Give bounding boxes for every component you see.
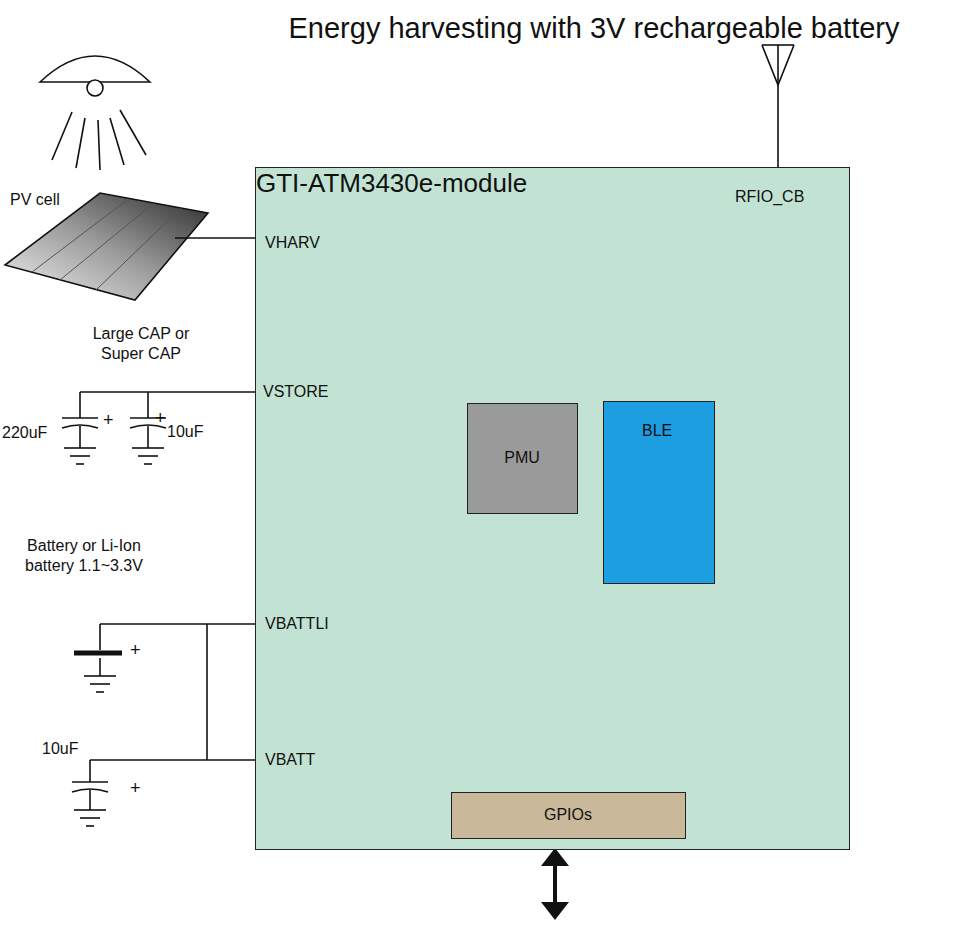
polarity-mark: + xyxy=(155,408,166,428)
pin-name: VHARV xyxy=(265,233,320,253)
pin-name: RFIO_CB xyxy=(735,187,804,207)
node-label: BLE xyxy=(642,422,672,440)
pmu-block: PMU xyxy=(467,403,578,514)
vharv-wire xyxy=(175,237,255,239)
gpio-block: GPIOs xyxy=(451,792,686,839)
pin-name: VSTORE xyxy=(263,382,329,402)
vstore-capacitors xyxy=(62,392,255,464)
pin-name: VBATTLI xyxy=(265,614,329,634)
node-label: GTI-ATM3430e-module xyxy=(256,168,527,199)
value-label: 10uF xyxy=(167,422,203,442)
part-label: Large CAP or Super CAP xyxy=(85,324,197,364)
value-label: 10uF xyxy=(42,739,78,759)
light-rays xyxy=(52,110,146,170)
battery-symbol xyxy=(74,624,255,760)
vbatt-capacitor xyxy=(72,760,255,826)
lamp-shade xyxy=(40,56,150,82)
part-label: Battery or Li-Ion battery 1.1~3.3V xyxy=(22,536,146,576)
gpio-io-arrow xyxy=(541,848,569,920)
antenna xyxy=(762,45,794,167)
pv-cell-strips xyxy=(32,200,181,290)
node-label: PMU xyxy=(504,449,540,467)
value-label: 220uF xyxy=(2,423,47,443)
pv-cell xyxy=(5,193,208,300)
polarity-mark: + xyxy=(130,640,141,660)
node-label: GPIOs xyxy=(544,806,592,824)
lamp-bulb xyxy=(87,80,103,96)
part-label: PV cell xyxy=(10,190,60,210)
module-box: PMU BLE GPIOs GTI-ATM3430e-module xyxy=(255,167,850,850)
pin-name: VBATT xyxy=(265,750,315,770)
polarity-mark: + xyxy=(130,778,141,798)
ble-block: BLE xyxy=(603,401,715,584)
diagram-title: Energy harvesting with 3V rechargeable b… xyxy=(289,12,900,45)
polarity-mark: + xyxy=(103,410,114,430)
